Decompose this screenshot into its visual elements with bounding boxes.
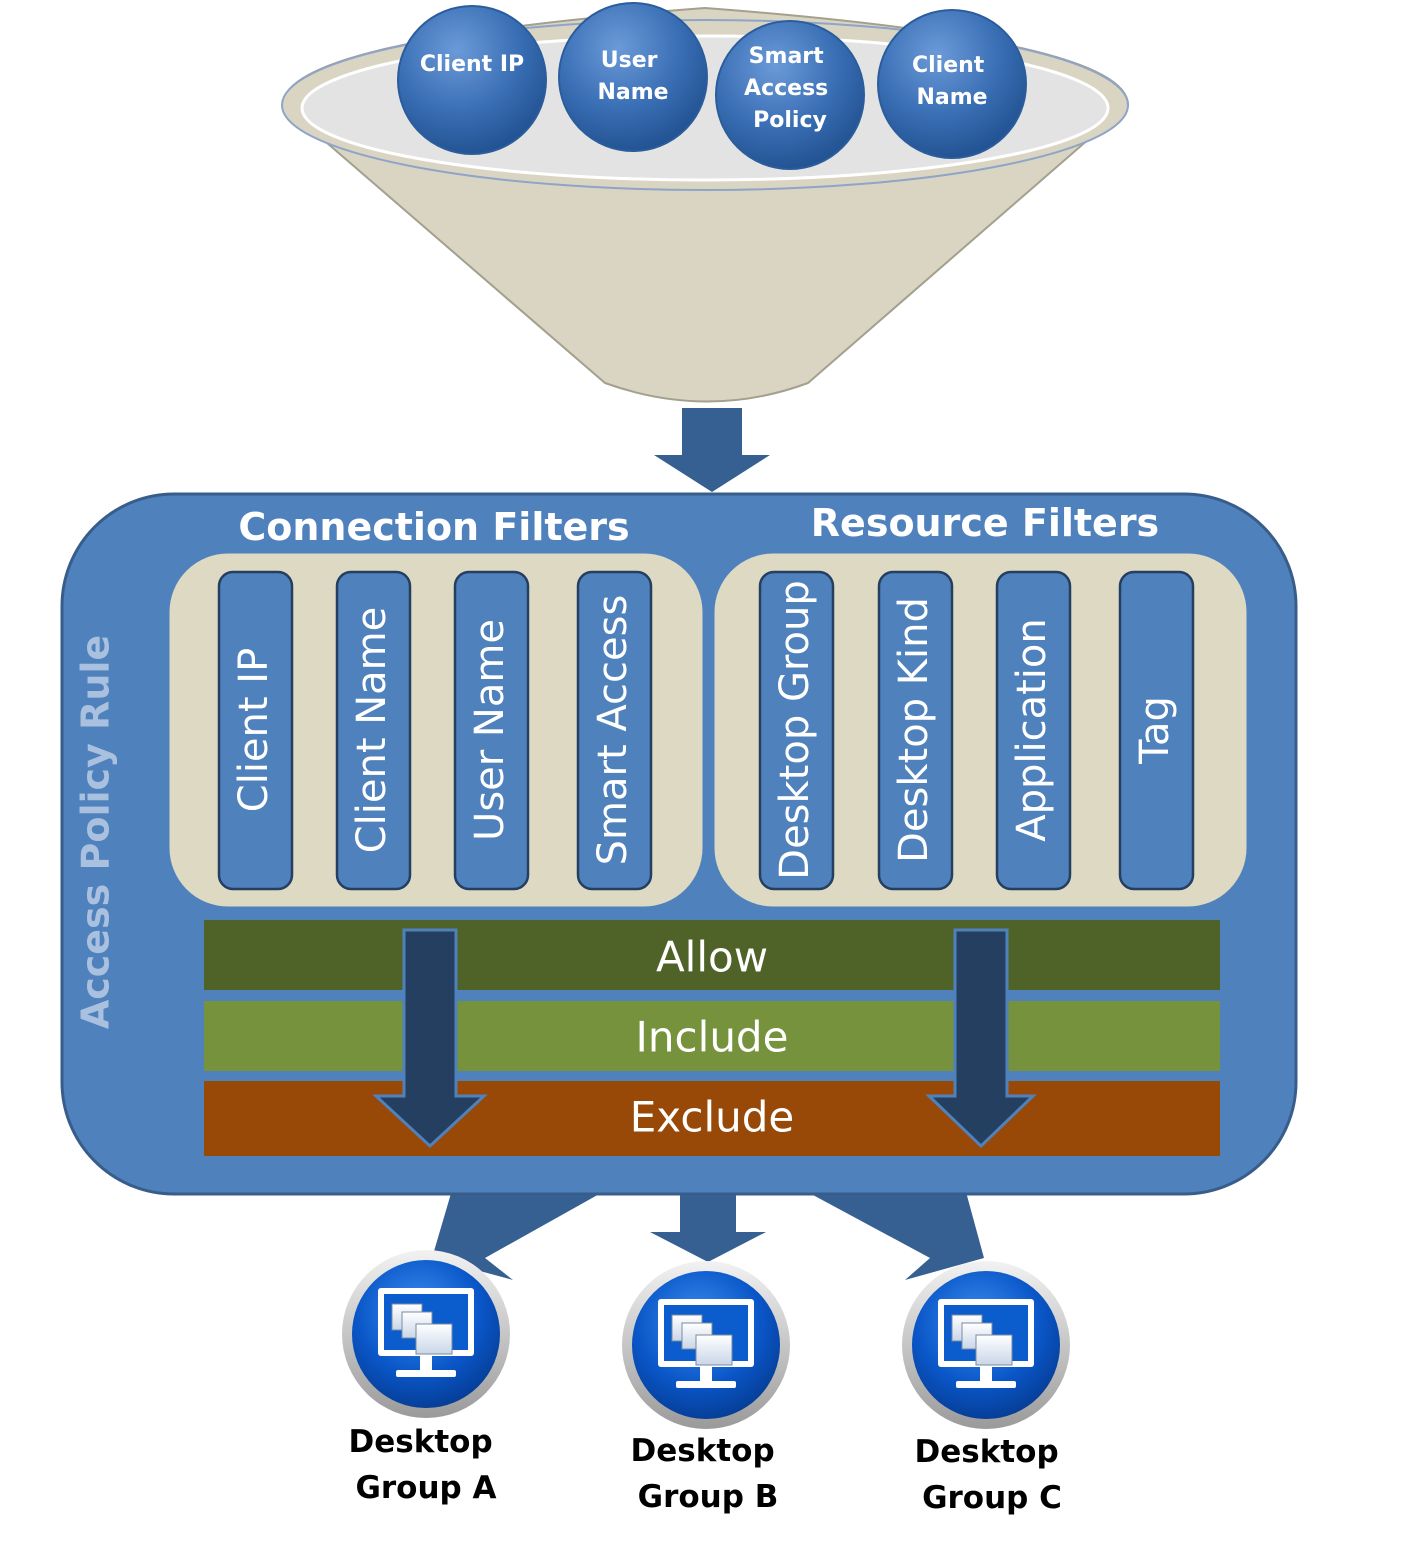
ball-label-line: Policy [753, 108, 827, 133]
desktop-monitor-icon [622, 1261, 790, 1429]
rule-title: Access Policy Rule [74, 635, 118, 1029]
ball-label-line: Client IP [420, 52, 524, 77]
ball-smart-access-policy: Smart Access Policy [715, 20, 865, 170]
svg-text:Desktop Group B: Desktop Group B [631, 1433, 786, 1515]
svg-text:User Name: User Name [597, 48, 668, 105]
filter-item-application: Application [995, 570, 1072, 891]
svg-text:Smart Access P: Smart Access Policy [744, 44, 836, 133]
band-include [204, 1001, 1220, 1071]
filter-item-label: User Name [467, 619, 513, 841]
output-arrow-c [800, 1188, 984, 1280]
desktop-group-a[interactable]: Desktop Group A [342, 1250, 510, 1506]
filter-item-label: Application [1009, 618, 1055, 842]
output-arrows [432, 1188, 984, 1280]
filter-item-label: Smart Access [590, 595, 636, 866]
filter-item-client-ip: Client IP [217, 570, 294, 891]
band-allow-label: Allow [656, 933, 768, 982]
ball-label-line: Access [744, 76, 828, 101]
desktop-group-label-line2: Group C [922, 1480, 1062, 1516]
filter-item-label: Client IP [231, 648, 277, 812]
connection-filters-box [166, 550, 706, 910]
svg-text:Desktop Group C: Desktop Group C [915, 1434, 1070, 1516]
desktop-monitor-icon [902, 1261, 1070, 1429]
ball-label-line: User [601, 48, 658, 73]
desktop-monitor-icon [342, 1250, 510, 1418]
svg-text:Desktop Group A: Desktop Group A [349, 1424, 504, 1506]
connection-filter-down-arrow [372, 928, 488, 1149]
filter-item-label: Tag [1132, 696, 1178, 765]
desktop-group-label-line2: Group B [638, 1479, 779, 1515]
ball-user-name: User Name [558, 2, 708, 152]
ball-client-name: Client Name [877, 9, 1027, 159]
filter-item-label: Desktop Kind [891, 597, 937, 863]
filter-item-user-name: User Name [453, 570, 530, 891]
ball-label-line: Name [597, 80, 668, 105]
filter-item-smart-access: Smart Access [576, 570, 653, 891]
resource-filters-box [711, 550, 1250, 910]
desktop-group-label-line2: Group A [355, 1470, 496, 1506]
ball-label-line: Client [912, 53, 985, 78]
desktop-group-label-line1: Desktop [349, 1424, 493, 1460]
output-arrow-a [432, 1188, 610, 1280]
resource-filter-down-arrow [925, 928, 1037, 1149]
output-arrow-b [650, 1188, 766, 1262]
desktop-group-label-line1: Desktop [915, 1434, 1059, 1470]
ball-label-line: Name [916, 85, 987, 110]
ball-client-ip: Client IP [397, 5, 547, 155]
band-exclude-label: Exclude [630, 1093, 795, 1142]
resource-filters-heading: Resource Filters [811, 501, 1159, 545]
funnel-down-arrow [654, 408, 770, 492]
filter-item-label: Client Name [349, 607, 395, 854]
desktop-group-c[interactable]: Desktop Group C [902, 1261, 1070, 1516]
band-allow [204, 920, 1220, 990]
filter-item-tag: Tag [1118, 570, 1195, 891]
connection-filters-heading: Connection Filters [238, 505, 629, 549]
svg-text:Client IP: Client IP [420, 52, 524, 77]
desktop-group-b[interactable]: Desktop Group B [622, 1261, 790, 1515]
band-include-label: Include [636, 1013, 789, 1062]
filter-item-desktop-group: Desktop Group [758, 570, 835, 891]
band-exclude [204, 1081, 1220, 1156]
funnel-balls: Client IP User Name Smart Access Policy … [397, 2, 1027, 170]
connection-filter-items: Client IP Client Name User Name Smart Ac… [217, 570, 653, 891]
ball-label-line: Smart [749, 44, 824, 69]
resource-filter-items: Desktop Group Desktop Kind Application T… [758, 570, 1195, 891]
filter-item-label: Desktop Group [772, 580, 818, 879]
svg-text:Client Name: Client Name [912, 53, 992, 110]
rule-bands [204, 920, 1220, 1156]
filter-item-client-name: Client Name [335, 570, 412, 891]
desktop-group-label-line1: Desktop [631, 1433, 775, 1469]
access-policy-rule-panel: Access Policy Rule Connection Filters Re… [60, 492, 1298, 1196]
filter-item-desktop-kind: Desktop Kind [877, 570, 954, 891]
